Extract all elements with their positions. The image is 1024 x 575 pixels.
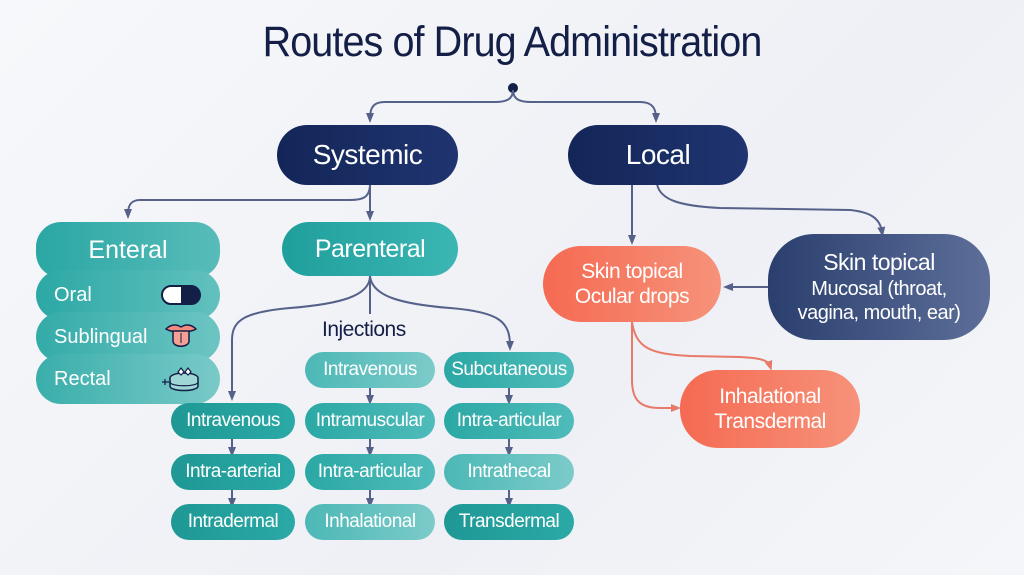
col2-item-1: Intramuscular — [305, 403, 435, 439]
pill-label: Intradermal — [187, 510, 279, 532]
col1-item-3: Intradermal — [171, 504, 295, 540]
node-line: vagina, mouth, ear) — [797, 301, 961, 324]
link-parenteral-col1 — [228, 275, 371, 401]
node-parenteral: Parenteral — [282, 222, 458, 276]
node-line: Skin topical — [823, 249, 935, 276]
pill-label: Subcutaneous — [451, 358, 567, 380]
pill-label: Intra-articular — [456, 409, 562, 431]
node-local-label: Local — [625, 139, 691, 171]
enteral-item-sublingual: Sublingual — [36, 312, 220, 362]
enteral-item-label: Sublingual — [54, 325, 148, 348]
enteral-item-label: Oral — [54, 283, 92, 306]
node-local: Local — [568, 125, 748, 185]
enteral-label: Enteral — [88, 235, 168, 264]
node-line: Mucosal (throat, — [811, 277, 947, 300]
injection-subcutaneous: Subcutaneous — [444, 352, 574, 388]
link-local-secondary — [656, 183, 886, 237]
enteral-item-label: Rectal — [54, 367, 111, 390]
link-parenteral-subcutaneous — [369, 275, 514, 351]
pill-label: Intramuscular — [315, 409, 425, 431]
node-line: Ocular drops — [574, 285, 690, 308]
col2-item-2: Intra-articular — [305, 454, 435, 490]
link-root-systemic — [366, 89, 514, 123]
tongue-icon — [160, 323, 202, 351]
link-systemic-enteral — [124, 183, 371, 219]
col2-item-3: Inhalational — [305, 504, 435, 540]
pill-label: Transdermal — [458, 510, 560, 532]
link-primary-tertiary-a — [631, 321, 773, 371]
suppository-icon — [160, 365, 202, 393]
col1-item-2: Intra-arterial — [171, 454, 295, 490]
node-line: Inhalational — [719, 384, 821, 408]
enteral-item-oral: Oral — [36, 270, 220, 320]
pill-label: Intra-arterial — [185, 460, 281, 482]
pill-label: Intrathecal — [467, 460, 551, 482]
link-primary-tertiary-b — [631, 322, 681, 412]
node-local-tertiary: Inhalational Transdermal — [680, 370, 860, 448]
node-line: Skin topical — [581, 259, 683, 283]
col1-item-1: Intravenous — [171, 403, 295, 439]
pill-label: Inhalational — [324, 510, 416, 532]
diagram-title: Routes of Drug Administration — [262, 18, 763, 66]
injection-intravenous: Intravenous — [305, 352, 435, 388]
enteral-item-rectal: Rectal — [36, 354, 220, 404]
pill-label: Intravenous — [323, 358, 417, 380]
node-enteral: Enteral Oral Sublingual Rectal — [36, 222, 220, 404]
col3-item-1: Intra-articular — [444, 403, 574, 439]
enteral-header: Enteral — [36, 222, 220, 278]
node-parenteral-label: Parenteral — [314, 235, 426, 263]
node-local-secondary: Skin topical Mucosal (throat, vagina, mo… — [768, 234, 990, 340]
pill-label: Intravenous — [186, 409, 280, 431]
link-root-local — [512, 89, 660, 123]
col3-item-3: Transdermal — [444, 504, 574, 540]
pill-capsule-icon — [160, 281, 202, 309]
col3-item-2: Intrathecal — [444, 454, 574, 490]
root-dot — [508, 83, 518, 93]
node-local-primary: Skin topical Ocular drops — [543, 246, 721, 322]
node-line: Transdermal — [714, 410, 826, 433]
node-systemic: Systemic — [277, 125, 458, 185]
node-systemic-label: Systemic — [312, 139, 423, 171]
pill-label: Intra-articular — [317, 460, 423, 482]
injections-label: Injections — [322, 318, 406, 341]
